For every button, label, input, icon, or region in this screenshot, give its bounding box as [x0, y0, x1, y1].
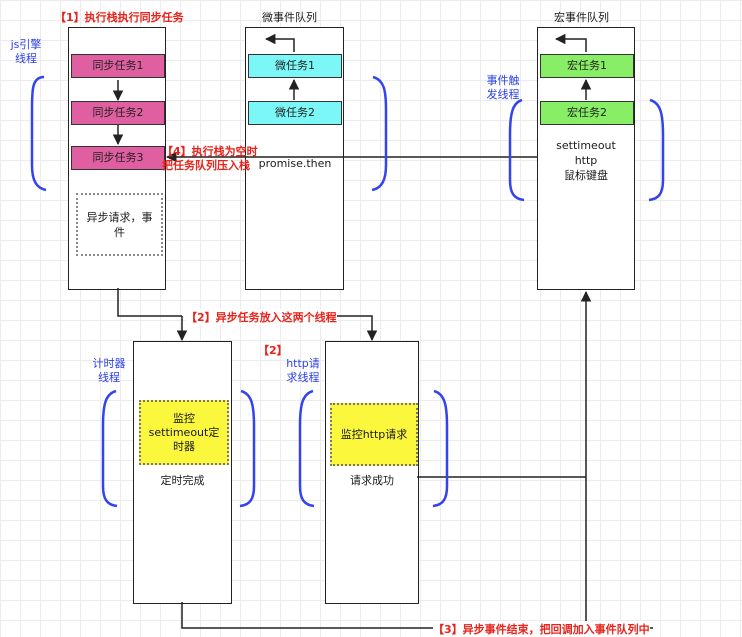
sync-task-3: 同步任务3: [71, 146, 165, 170]
async-request-label: 异步请求，事 件: [86, 210, 153, 239]
sync-task-2: 同步任务2: [71, 101, 165, 125]
macro-sources-label: settimeout http 鼠标键盘: [556, 139, 616, 182]
micro-task-1: 微任务1: [248, 54, 342, 78]
http-thread-column: [325, 341, 419, 604]
http-done-label: 请求成功: [350, 474, 394, 487]
step4-line1: 【4】执行栈为空时: [162, 145, 258, 158]
macro-task-1: 宏任务1: [540, 54, 634, 78]
step1-label: 【1】执行栈执行同步任务: [55, 11, 184, 24]
step3-label: 【3】异步事件结束，把回调加入事件队列中: [433, 621, 650, 637]
step4-line2: 把任务队列压入栈: [162, 159, 250, 172]
async-request-box: 异步请求，事 件: [76, 193, 163, 256]
event-thread-label: 事件触 发线程: [486, 74, 520, 101]
http-monitor-label: 监控http请求: [340, 427, 408, 441]
micro-task-2: 微任务2: [248, 101, 342, 125]
macro-task-2: 宏任务2: [540, 101, 634, 125]
step2-async-label: 【2】异步任务放入这两个线程: [186, 309, 337, 325]
http-thread-label: http请 求线程: [286, 357, 320, 384]
timer-monitor-label: 监控 settimeout定 时器: [148, 411, 220, 453]
macro-queue-title: 宏事件队列: [554, 11, 609, 24]
micro-source-label: promise.then: [258, 157, 332, 170]
http-monitor-box: 监控http请求: [330, 403, 418, 466]
micro-queue-title: 微事件队列: [262, 11, 317, 24]
step2-tag-label: 【2】: [258, 344, 288, 357]
timer-monitor-box: 监控 settimeout定 时器: [139, 400, 229, 465]
timer-thread-column: [133, 341, 232, 604]
timer-done-label: 定时完成: [160, 474, 205, 487]
timer-thread-label: 计时器 线程: [92, 357, 126, 384]
js-engine-label: js引擎 线程: [10, 38, 42, 65]
sync-task-1: 同步任务1: [71, 54, 165, 78]
